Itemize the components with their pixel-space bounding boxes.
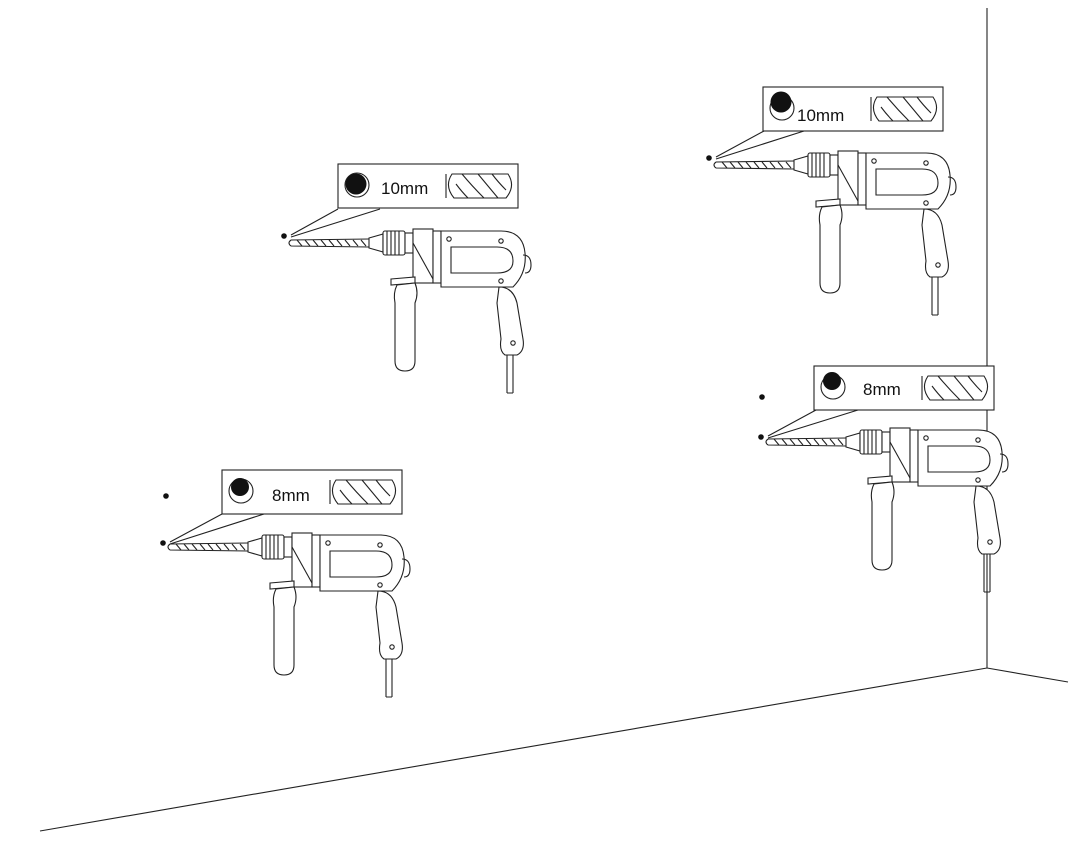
drill-icon [713,150,957,316]
size-label: 10mm [381,179,428,198]
hole-marker-upper [759,394,765,400]
callout-box [221,469,403,515]
drill-icon [765,427,1009,593]
drill-callout-10mm-left: 10mm [281,163,532,394]
drill-icon [288,228,532,394]
wall-outline [39,8,1069,832]
size-label: 10mm [797,106,844,125]
hole-marker-upper [163,493,169,499]
callout-box [813,365,995,411]
drill-icon [167,532,411,698]
floor-right-edge [986,667,1069,683]
drill-callout-10mm-right: 10mm [706,86,957,316]
hole-marker [281,233,287,239]
hole-marker [160,540,166,546]
callout-box [762,86,944,132]
hole-icon [231,478,249,496]
drill-callout-8mm-left: 8mm [160,469,411,698]
drill-callout-8mm-right: 8mm [758,365,1009,593]
hole-icon [823,372,841,390]
hole-marker [758,434,764,440]
hole-marker [706,155,712,161]
size-label: 8mm [863,380,901,399]
floor-left-edge [39,667,988,832]
size-label: 8mm [272,486,310,505]
hole-icon [770,91,792,113]
hole-icon [345,173,367,195]
